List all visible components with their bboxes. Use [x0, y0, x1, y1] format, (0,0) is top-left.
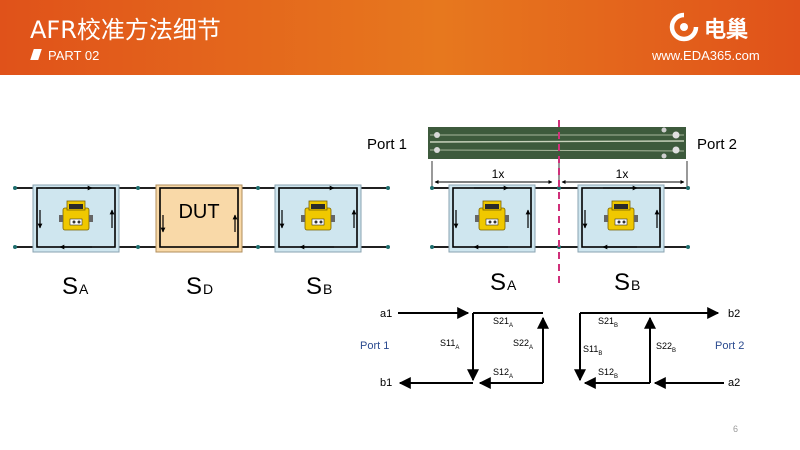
- page-number: 6: [733, 424, 739, 434]
- block-sb-left: [274, 184, 362, 253]
- flow-graph-b: b2 a2 Port 2 S21B S11B S22B S12B: [574, 307, 744, 389]
- a2-label: a2: [728, 377, 740, 389]
- s11b-label: S11B: [583, 344, 602, 357]
- right-diagram: Port 1 Port 2 1x 1x: [367, 120, 737, 296]
- length-dimension: 1x 1x: [431, 161, 688, 188]
- b1-label: b1: [380, 377, 392, 389]
- left-diagram: DUT SA SD SB: [13, 184, 390, 300]
- dut-label: DUT: [178, 201, 219, 223]
- page-title: AFR校准方法细节: [30, 16, 221, 44]
- label-sb-right: SB: [614, 269, 640, 296]
- label-sb-left: SB: [306, 273, 332, 300]
- s22b-label: S22B: [656, 341, 676, 354]
- block-sb-right: [577, 184, 665, 253]
- length-label-1: 1x: [492, 167, 505, 181]
- s12b-label: S12B: [598, 367, 618, 380]
- eda365-logo-icon: [669, 12, 699, 42]
- s11a-label: S11A: [440, 338, 459, 351]
- label-sa-left: SA: [62, 273, 89, 300]
- port2-label: Port 2: [697, 136, 737, 153]
- block-sa-left: [32, 184, 120, 253]
- s21b-label: S21B: [598, 316, 618, 329]
- header-bar: AFR校准方法细节 PART 02 电巢 www.EDA365.com: [0, 0, 800, 75]
- port1-label: Port 1: [367, 136, 407, 153]
- a1-label: a1: [380, 308, 392, 320]
- s21a-label: S21A: [493, 316, 513, 329]
- s12a-label: S12A: [493, 367, 513, 380]
- port-dots: [13, 186, 390, 249]
- pcb-fixture-image: [428, 127, 686, 159]
- part-label: PART 02: [48, 48, 100, 63]
- port1-flow-label: Port 1: [360, 340, 389, 352]
- length-label-2: 1x: [616, 167, 629, 181]
- b2-label: b2: [728, 308, 740, 320]
- label-sd: SD: [186, 273, 213, 300]
- flow-graph-a: a1 b1 Port 1 S21A S11A S22A S12A: [360, 307, 549, 389]
- label-sa-right: SA: [490, 269, 517, 296]
- site-url[interactable]: www.EDA365.com: [652, 48, 760, 63]
- block-sa-right: [448, 184, 536, 253]
- port2-flow-label: Port 2: [715, 340, 744, 352]
- logo-text: 电巢: [704, 18, 749, 43]
- block-dut: DUT: [155, 184, 243, 253]
- s22a-label: S22A: [513, 338, 533, 351]
